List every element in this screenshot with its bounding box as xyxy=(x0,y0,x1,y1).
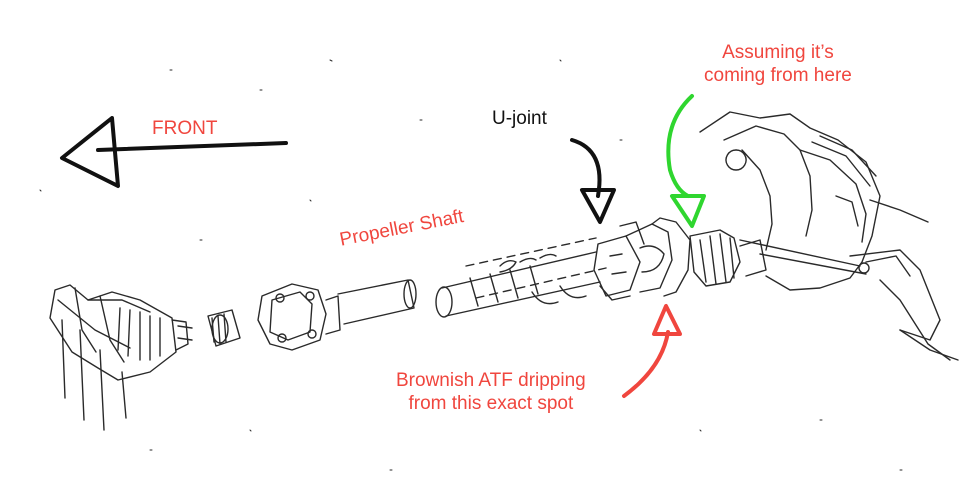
green-arrow xyxy=(666,94,706,228)
dripping-note-line2: from this exact spot xyxy=(408,392,574,414)
dripping-note-line1: Brownish ATF dripping xyxy=(396,370,586,391)
transmission-housing xyxy=(49,284,193,431)
rear-shaft-tube xyxy=(435,237,607,318)
rear-u-joint xyxy=(593,217,691,301)
assumption-note-line2: coming from here xyxy=(704,64,852,86)
front-flange xyxy=(257,283,341,351)
front-shaft-tube xyxy=(337,279,417,325)
dripping-note: Brownish ATF dripping from this exact sp… xyxy=(396,370,586,416)
rear-axle-housing xyxy=(699,111,959,361)
assumption-note-line1: Assuming it’s xyxy=(722,42,834,63)
sketch-specks xyxy=(39,59,903,471)
assumption-note: Assuming it’s coming from here xyxy=(704,42,852,88)
ujoint-arrow xyxy=(570,138,616,224)
ujoint-label: U-joint xyxy=(492,108,547,129)
red-arrow xyxy=(622,304,682,398)
front-arrow xyxy=(60,116,288,188)
front-label: FRONT xyxy=(152,118,218,139)
slip-yoke xyxy=(207,309,241,347)
differential-flange xyxy=(689,229,767,287)
